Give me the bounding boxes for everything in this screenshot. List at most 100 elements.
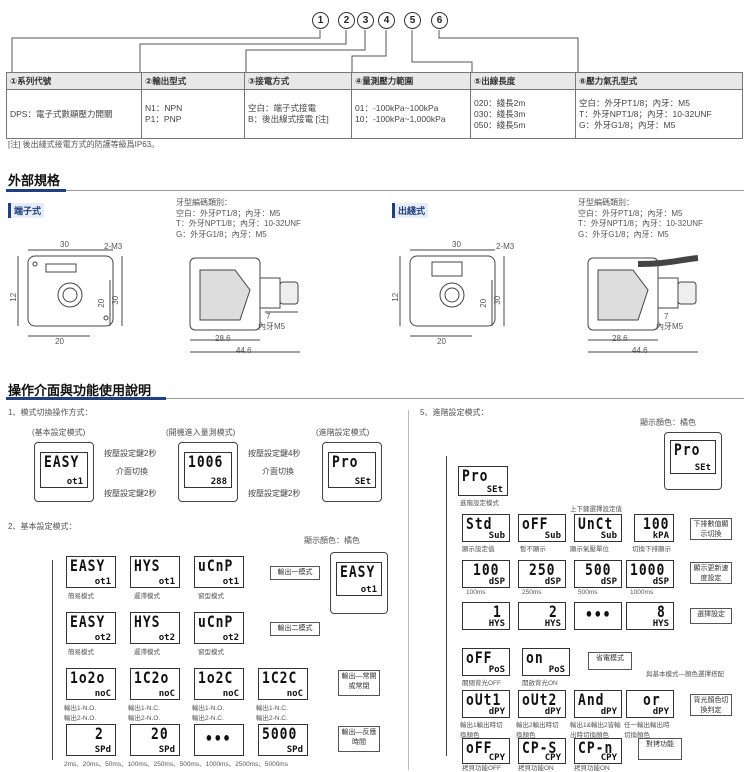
display-color-right: 顯示顏色：橘色 <box>640 418 696 427</box>
color-note: 與基本模式—顏色選擇搭配 <box>646 671 724 678</box>
cap-s1000: 1000ms <box>630 589 654 596</box>
dim-286-r: 28.6 <box>612 334 628 343</box>
header-port: ⑥壓力氣孔型式 <box>575 72 743 90</box>
dim-20-r: 20 <box>479 298 489 308</box>
cable-front-drawing <box>399 249 505 337</box>
adv-mode-label: (進階設定模式) <box>316 428 370 437</box>
cap-hys2: 遲滯模式 <box>134 649 160 656</box>
cell-series: DPS：電子式數顯壓力開關 <box>6 89 142 139</box>
code-circle-3: 3 <box>357 12 374 29</box>
header-series: ①系列代號 <box>6 72 142 90</box>
unit-set-box: 選擇設定 <box>690 608 732 624</box>
dim-m5-r: 內牙M5 <box>656 322 684 331</box>
copy-func-box: 對拷功能 <box>638 738 682 760</box>
eco-mode-box: 省電模式 <box>588 652 632 670</box>
lcd-b13: ••• <box>194 724 244 756</box>
terminal-front-drawing <box>17 249 123 337</box>
cable-side-drawing <box>587 255 699 353</box>
code-circle-4: 4 <box>378 12 395 29</box>
cap-cpn: 拷貝功能ON <box>574 765 610 772</box>
cap-easy: 簡易模式 <box>68 593 94 600</box>
cap-c7: 輸出1-N.O. 輸出2-N.O. <box>64 705 97 722</box>
dim-m5: 內牙M5 <box>258 322 286 331</box>
cap-win2: 窗型模式 <box>198 649 224 656</box>
cap-oand: 輸出1&輸出2皆輸出時切換顏色 <box>570 722 621 739</box>
out-nonc-box: 輸出—常開或常閉 <box>338 670 380 696</box>
dim-446-r: 44.6 <box>632 346 648 355</box>
dim-m3-r: 2-M3 <box>496 242 515 251</box>
out2-mode-box: 輸出二模式 <box>270 622 320 636</box>
cap-win: 窗型模式 <box>198 593 224 600</box>
display-color-left: 顯示顏色：橘色 <box>304 536 360 545</box>
section-divider-thin <box>66 190 744 191</box>
section-external-spec-title: 外部規格 <box>8 173 61 188</box>
dim-20b-r: 20 <box>437 337 446 346</box>
iface-switch-label-r: 介面切換 <box>262 467 294 476</box>
lcd-a11: ••• <box>574 602 622 630</box>
cap-a0: 進階設定模式 <box>460 500 499 507</box>
dim-446: 44.6 <box>236 346 252 355</box>
dim-286: 28.6 <box>215 334 231 343</box>
cap-s100: 100ms <box>466 589 486 596</box>
press-set4-label: 按壓設定鍵4秒 <box>248 449 301 458</box>
basic-setting-label: 2、基本設定模式： <box>8 522 77 531</box>
run-mode-label: (開機進入量測模式) <box>166 428 236 437</box>
cap-c10: 輸出1-N.C. 輸出2-N.C. <box>256 705 288 722</box>
spec-table: ①系列代號 ②輸出型式 ③接電方式 ④量測壓力範圍 ⑤出線長度 ⑥壓力氣孔型式 … <box>6 72 743 139</box>
press-set2-label-b: 按壓設定鍵2秒 <box>104 489 157 498</box>
mode-switch-label: 1、模式切換操作方式： <box>8 408 93 417</box>
cap-a4: 切換下排顯示 <box>632 546 671 553</box>
section-divider <box>6 189 66 192</box>
dim-12-r: 12 <box>391 292 401 302</box>
adv-setting-label: 5、進階設定模式： <box>420 408 489 417</box>
out-resp-box: 輸出—反應時間 <box>338 726 380 752</box>
cap-cpoff: 拷貝功能OFF <box>462 765 501 772</box>
cap-cps: 拷貝功能ON <box>518 765 554 772</box>
header-range: ④量測壓力範圍 <box>351 72 471 90</box>
cap-pon: 開啟背光ON <box>522 680 558 687</box>
cap-c8: 輸出1-N.C. 輸出2-N.O. <box>128 705 161 722</box>
cap-s500: 500ms <box>578 589 598 596</box>
section-ui-title: 操作介面與功能使用說明 <box>8 383 152 398</box>
dim-30v: 30 <box>111 295 121 305</box>
cap-o2: 輸出2輸出時切換顏色 <box>516 722 559 739</box>
cap-c9: 輸出1-N.O. 輸出2-N.C. <box>192 705 225 722</box>
code-leader-lines <box>11 30 579 72</box>
dim-30: 30 <box>60 240 69 249</box>
cap-a3: 顯示氣壓單位 <box>570 546 609 553</box>
footnote: [注] 後出綫式接電方式的防護等級爲IP63。 <box>8 140 160 149</box>
cap-o1: 輸出1輸出時切換顏色 <box>460 722 503 739</box>
cable-type-label: 出綫式 <box>392 203 429 218</box>
disp-speed-box: 顯示更新速度設定 <box>690 562 732 584</box>
